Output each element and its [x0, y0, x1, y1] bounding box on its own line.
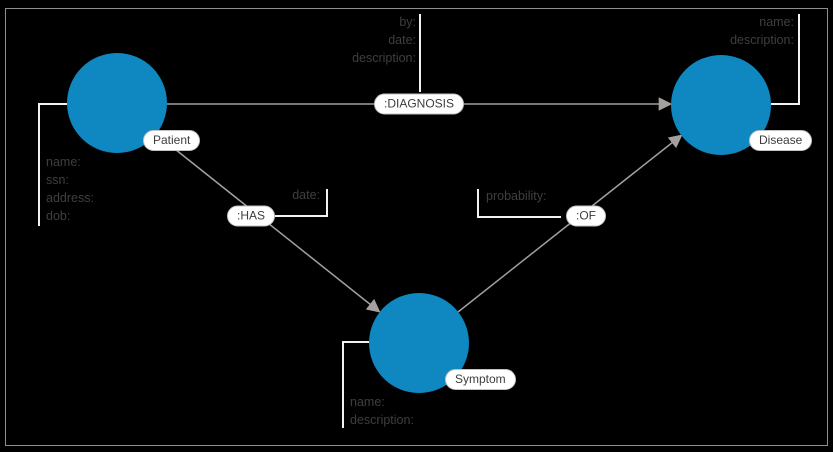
of-properties-bracket [477, 189, 561, 218]
symptom-properties: name: description: [350, 393, 414, 429]
property-label: address: [46, 191, 94, 205]
property-label: ssn: [46, 173, 69, 187]
edge-of [457, 134, 683, 313]
diagnosis-properties: by: date: description: [352, 13, 416, 67]
property-label: description: [350, 413, 414, 427]
property-label: description: [730, 33, 794, 47]
property-label: name: [350, 395, 385, 409]
relationship-of-label[interactable]: :OF [566, 205, 606, 227]
disease-properties-bracket [771, 14, 800, 105]
has-properties-bracket [275, 189, 328, 217]
patient-properties-bracket [38, 103, 67, 226]
patient-properties: name: ssn: address: dob: [46, 153, 94, 225]
property-label: dob: [46, 209, 71, 223]
property-label: date: [388, 33, 416, 47]
has-properties: date: [292, 186, 320, 204]
node-disease-label[interactable]: Disease [749, 130, 813, 151]
property-label: date: [292, 188, 320, 202]
property-label: by: [399, 15, 416, 29]
property-label: description: [352, 51, 416, 65]
property-label: name: [46, 155, 81, 169]
diagram-frame [5, 8, 828, 446]
relationship-has-label[interactable]: :HAS [226, 205, 276, 227]
of-properties: probability: [486, 187, 546, 205]
symptom-properties-bracket [342, 341, 370, 428]
node-patient-label[interactable]: Patient [143, 130, 201, 151]
node-symptom-label[interactable]: Symptom [445, 369, 516, 390]
disease-properties: name: description: [730, 13, 794, 49]
property-label: probability: [486, 189, 547, 203]
property-label: name: [759, 15, 794, 29]
relationship-diagnosis-label[interactable]: :DIAGNOSIS [373, 93, 465, 115]
